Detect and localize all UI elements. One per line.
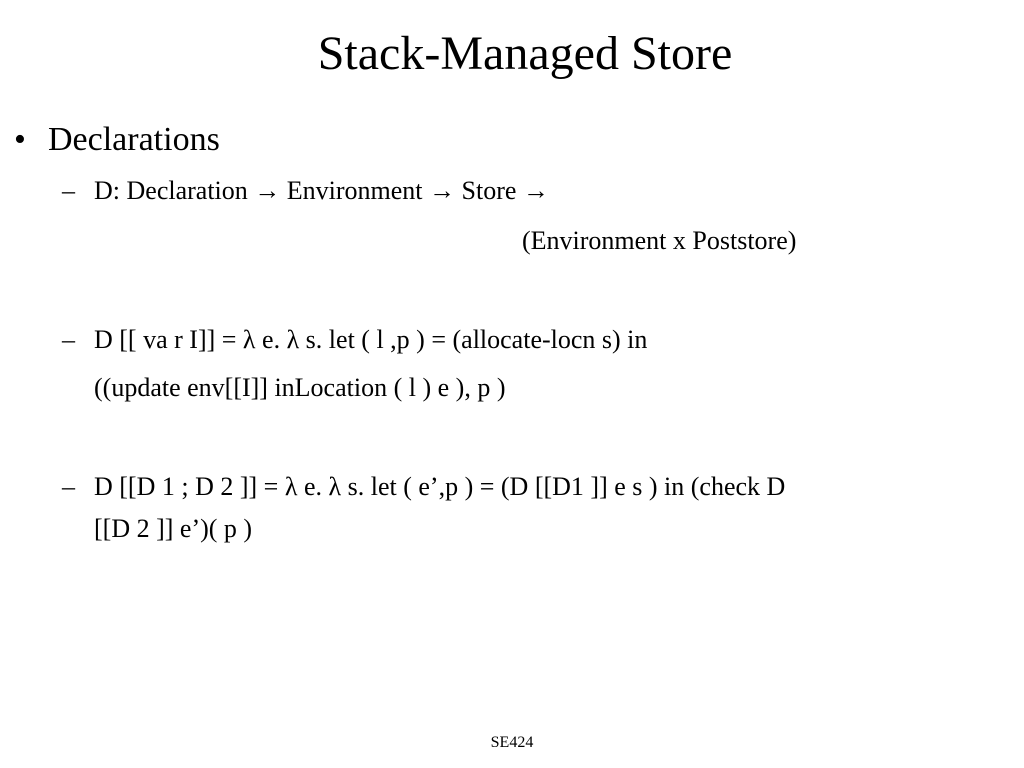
item-2-line-2: ((update env[[I]] inLocation ( l ) e ), … xyxy=(94,373,506,402)
bullet-text: Declarations xyxy=(48,121,220,158)
item-2-line-1: D [[ va r I]] = λ e. λ s. let ( l ,p ) =… xyxy=(94,325,648,354)
item-1-line-1: D: Declaration → Environment → Store → xyxy=(94,176,549,205)
dash-marker: – xyxy=(62,325,75,354)
bullet-marker: • xyxy=(14,121,26,158)
slide-footer: SE424 xyxy=(490,734,534,751)
dash-marker: – xyxy=(62,472,75,501)
dash-marker: – xyxy=(62,176,75,205)
item-1-line-2: (Environment x Poststore) xyxy=(522,226,797,255)
item-3-line-1: D [[D 1 ; D 2 ]] = λ e. λ s. let ( e’,p … xyxy=(94,472,786,501)
bullet-declarations: • Declarations xyxy=(14,119,220,161)
item-3-line-2: [[D 2 ]] e’)( p ) xyxy=(94,514,253,543)
slide-title: Stack-Managed Store xyxy=(317,27,733,80)
